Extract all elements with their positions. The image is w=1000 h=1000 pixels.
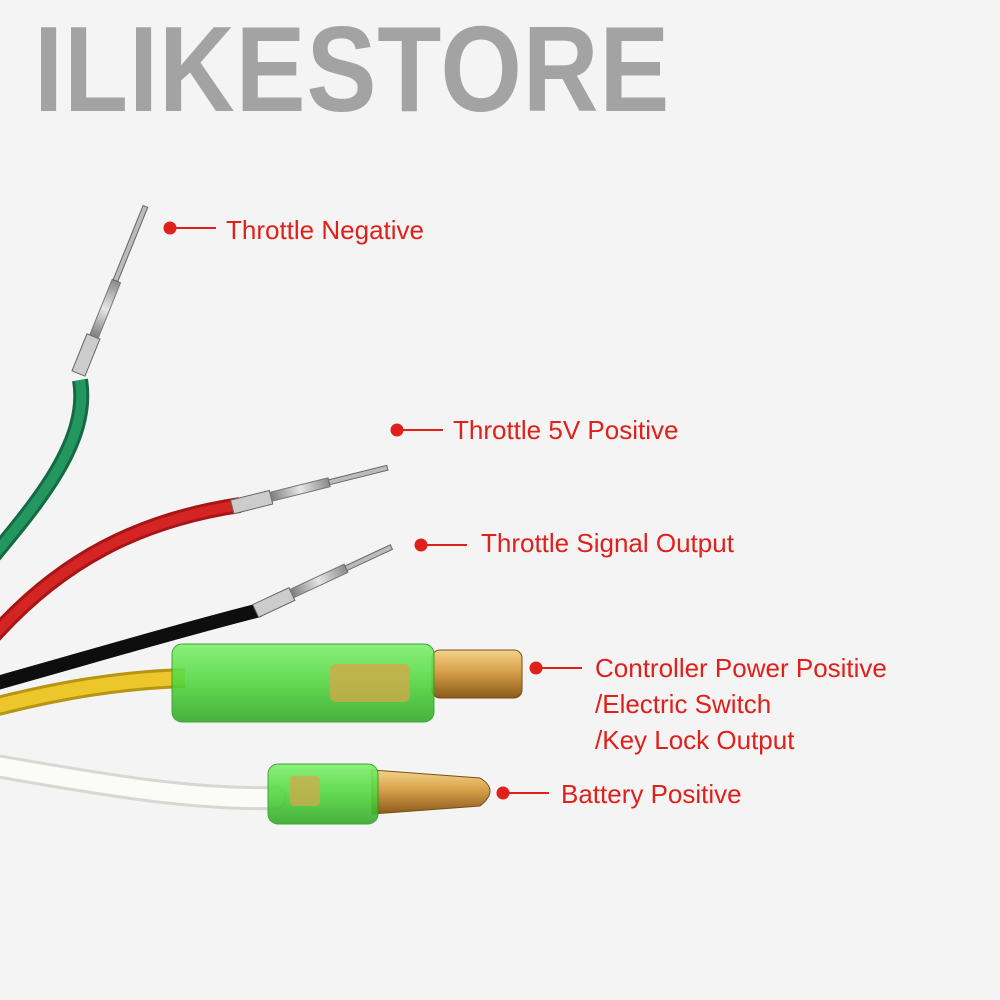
label-controller-power-line2: /Electric Switch [595, 689, 772, 719]
label-controller-power-line1: Controller Power Positive [595, 653, 887, 683]
red-wire-pin [229, 464, 389, 515]
green-wire-pin [71, 204, 149, 377]
label-throttle-signal-output: Throttle Signal Output [481, 528, 734, 558]
black-wire-pin [252, 544, 394, 618]
controller-power-connector [171, 643, 523, 723]
label-battery-positive: Battery Positive [561, 779, 742, 809]
callout-controller-power [529, 661, 582, 675]
callout-battery-positive [496, 786, 549, 800]
label-throttle-5v-positive: Throttle 5V Positive [453, 415, 679, 445]
battery-positive-connector [267, 763, 491, 825]
callout-throttle-signal-output [414, 538, 467, 552]
label-throttle-negative: Throttle Negative [226, 215, 424, 245]
black-wire [0, 603, 262, 690]
label-controller-power-line3: /Key Lock Output [595, 725, 795, 755]
label-controller-power: Controller Power Positive /Electric Swit… [595, 650, 887, 758]
watermark: ILIKESTORE [34, 1, 671, 137]
callout-throttle-negative [163, 221, 216, 235]
callout-throttle-5v-positive [390, 423, 443, 437]
